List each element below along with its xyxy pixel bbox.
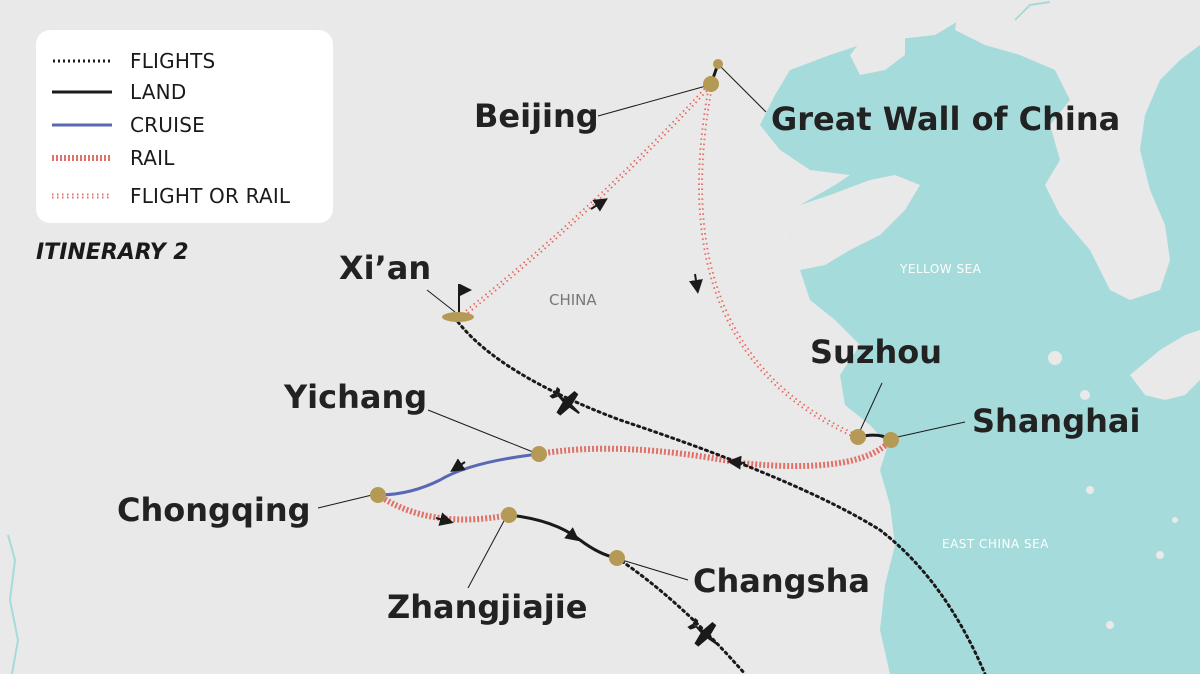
city-label-beijing: Beijing <box>474 97 599 135</box>
route-rail <box>376 492 510 523</box>
river <box>1014 1 1051 21</box>
direction-arrow <box>564 527 580 542</box>
city-label-shanghai: Shanghai <box>972 402 1141 440</box>
marker-changsha <box>609 550 625 566</box>
legend-label: CRUISE <box>130 113 205 137</box>
direction-arrow <box>450 458 466 472</box>
sea-label-east-china: EAST CHINA SEA <box>942 537 1049 551</box>
legend-label: RAIL <box>130 146 175 170</box>
river <box>7 534 20 674</box>
direction-arrow <box>435 512 454 526</box>
flights-line-swatch <box>53 59 112 63</box>
marker-shanghai <box>883 432 899 448</box>
route-cruise <box>377 452 540 497</box>
peninsula-land <box>790 175 920 270</box>
route-land <box>508 513 618 560</box>
direction-arrow <box>590 198 608 212</box>
airplane-icon <box>687 617 718 647</box>
city-label-yichang: Yichang <box>284 378 428 416</box>
marker-zhangjiajie <box>501 507 517 523</box>
city-label-changsha: Changsha <box>693 562 870 600</box>
marker-great-wall <box>713 59 723 69</box>
map-legend: FLIGHTS LAND CRUISE RAIL FLIGHT OR RAIL <box>36 30 333 223</box>
country-label: CHINA <box>549 291 597 309</box>
legend-item-rail: RAIL <box>52 145 175 171</box>
cruise-line-swatch <box>52 123 112 127</box>
legend-label: FLIGHT OR RAIL <box>130 184 291 208</box>
japan-land <box>1130 330 1200 400</box>
legend-item-flight-or-rail: FLIGHT OR RAIL <box>52 183 290 209</box>
legend-item-flights: FLIGHTS <box>52 48 215 74</box>
start-flag-icon <box>442 284 474 322</box>
route-rail <box>538 437 894 470</box>
itinerary-title: ITINERARY 2 <box>36 240 189 265</box>
sea-label-yellow: YELLOW SEA <box>900 262 982 276</box>
direction-arrow <box>727 455 746 470</box>
marker-yichang <box>531 446 547 462</box>
city-label-great-wall: Great Wall of China <box>771 100 1121 138</box>
city-markers <box>370 59 899 566</box>
route-flight <box>615 556 747 674</box>
leader-lines <box>317 65 966 589</box>
city-label-chongqing: Chongqing <box>117 491 311 529</box>
korea-land <box>850 0 1200 300</box>
rail-line-swatch <box>52 155 112 161</box>
route-flight <box>456 320 987 674</box>
legend-label: LAND <box>130 80 187 104</box>
city-label-suzhou: Suzhou <box>810 333 942 371</box>
legend-item-land: LAND <box>52 79 186 105</box>
direction-arrow <box>689 273 703 294</box>
flight-or-rail-line-swatch <box>52 193 112 199</box>
airplane-icon <box>549 386 580 416</box>
marker-chongqing <box>370 487 386 503</box>
legend-item-cruise: CRUISE <box>52 112 205 138</box>
city-label-zhangjiajie: Zhangjiajie <box>387 588 588 626</box>
marker-suzhou <box>850 429 866 445</box>
land-line-swatch <box>52 90 112 94</box>
city-label-xian: Xi’an <box>339 249 432 287</box>
marker-beijing <box>703 76 719 92</box>
legend-label: FLIGHTS <box>130 49 216 73</box>
